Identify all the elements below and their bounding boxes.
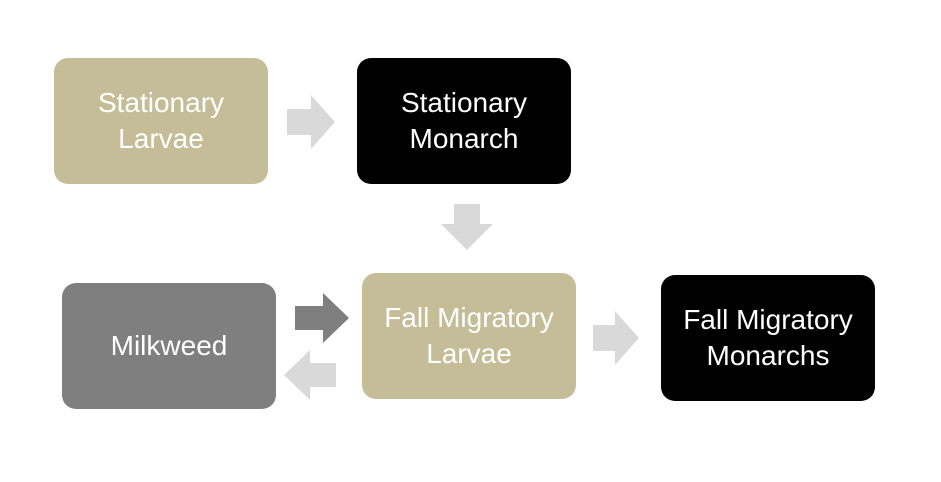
arrow-shape: [295, 293, 349, 343]
node-fall-migratory-monarchs: Fall Migratory Monarchs: [661, 275, 875, 401]
node-label: Fall Migratory Larvae: [384, 302, 554, 369]
node-milkweed: Milkweed: [62, 283, 276, 409]
node-stationary-monarch: Stationary Monarch: [357, 58, 571, 184]
arrow-right-icon: [287, 95, 335, 149]
arrow-shape: [593, 311, 639, 365]
arrow-shape: [441, 204, 493, 250]
arrow-shape: [287, 95, 335, 149]
arrow-left-icon: [284, 350, 336, 400]
node-fall-migratory-larvae: Fall Migratory Larvae: [362, 273, 576, 399]
arrow-down-icon: [441, 204, 493, 250]
arrow-shape: [284, 350, 336, 400]
node-label: Milkweed: [110, 330, 228, 361]
node-stationary-larvae: Stationary Larvae: [54, 58, 268, 184]
arrow-right-icon: [593, 311, 639, 365]
node-label: Stationary Monarch: [400, 87, 528, 154]
node-label: Stationary Larvae: [97, 87, 225, 154]
node-label: Fall Migratory Monarchs: [683, 304, 853, 371]
arrow-right-icon: [295, 293, 349, 343]
